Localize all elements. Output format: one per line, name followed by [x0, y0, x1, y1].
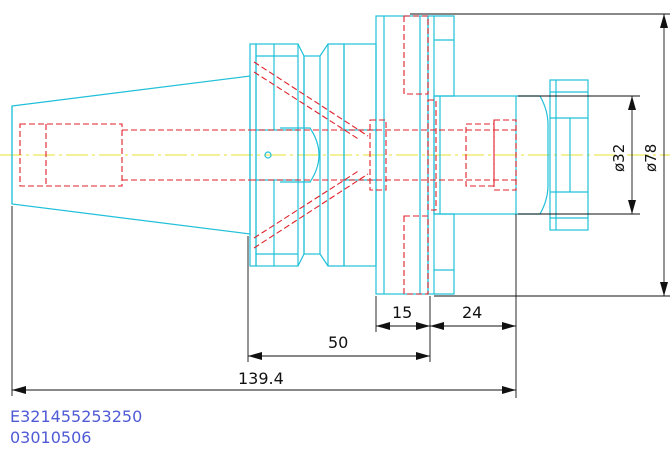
dim-50-label: 50: [328, 333, 348, 352]
dim-139-4-label: 139.4: [238, 369, 284, 388]
dimension-arrows: [12, 14, 668, 394]
dim-dia-78-label: ø78: [642, 144, 660, 172]
dim-24-label: 24: [462, 303, 482, 322]
inner-bore-arc: [280, 127, 320, 183]
center-hole: [264, 151, 272, 159]
dimension-lines: [11, 13, 670, 398]
v-flange: [249, 43, 377, 267]
part-code-line1: E321455253250: [10, 407, 142, 426]
dim-15-label: 15: [392, 303, 412, 322]
part-code-line2: 03010506: [10, 428, 91, 447]
hidden-lines: [19, 15, 517, 295]
dim-dia-32-label: ø32: [610, 144, 628, 172]
tool-holder-outline: [11, 15, 589, 295]
clamping-nut: [549, 79, 589, 231]
